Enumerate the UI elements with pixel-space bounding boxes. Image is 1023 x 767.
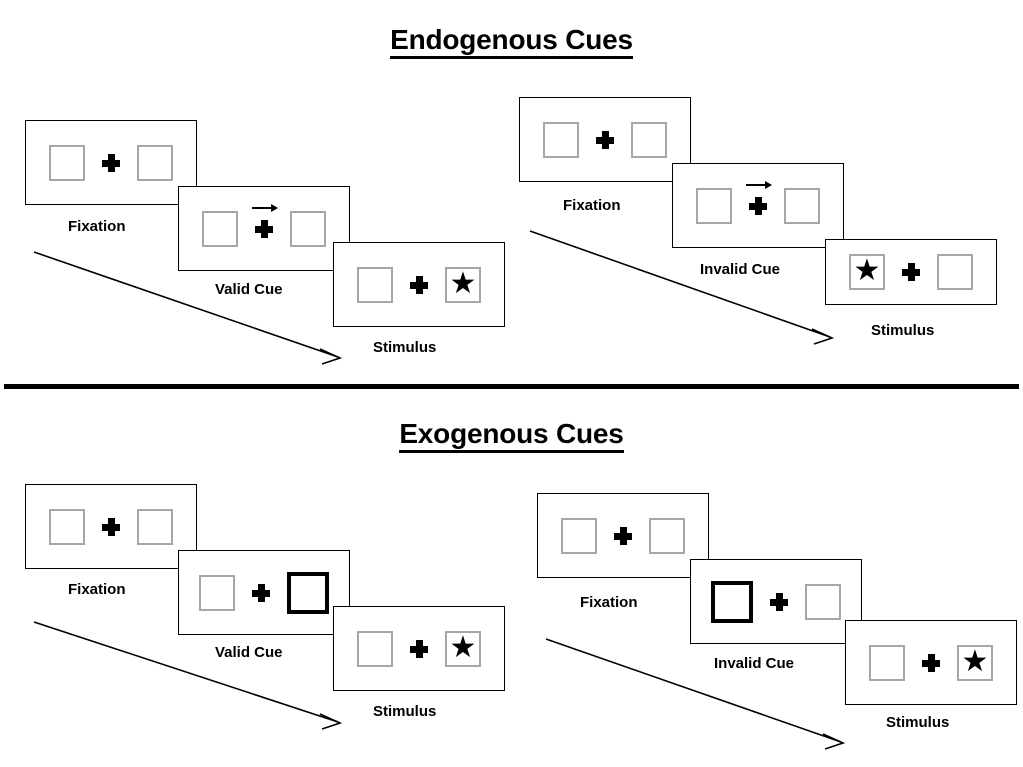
target-box-right: ★: [445, 266, 481, 303]
placeholder-box-left: [869, 644, 905, 681]
panel-exogenous-invalid-fixation: [537, 493, 709, 578]
fixation-cross-slot: [238, 203, 290, 238]
caption-exogenous-valid-cue: Valid Cue: [215, 644, 283, 661]
plus-cross-icon: [614, 526, 632, 545]
panel-exogenous-valid-fixation: [25, 484, 197, 569]
fixation-cross-slot: [393, 639, 445, 658]
placeholder-box-right: [784, 187, 820, 224]
placeholder-box-left: [561, 517, 597, 554]
placeholder-box-left: [199, 574, 235, 611]
panel-content: ★: [826, 240, 996, 304]
target-box-left: ★: [849, 254, 885, 290]
placeholder-box-left: [49, 144, 85, 181]
plus-cross-icon: [596, 130, 614, 149]
black-star-icon: ★: [449, 630, 477, 664]
panel-exogenous-invalid-stimulus: ★: [845, 620, 1017, 705]
placeholder-box-right: [137, 144, 173, 181]
black-star-icon: ★: [449, 266, 477, 300]
caption-endogenous-valid-fixation: Fixation: [68, 218, 126, 235]
panel-content: [179, 551, 349, 634]
fixation-cross-slot: [85, 153, 137, 172]
placeholder-box-left: [49, 508, 85, 545]
panel-content: ★: [334, 243, 504, 326]
caption-endogenous-invalid-stimulus: Stimulus: [871, 322, 935, 339]
panel-content: [673, 164, 843, 247]
page-title-endogenous: Endogenous Cues: [0, 24, 1023, 59]
section-divider: [4, 384, 1019, 389]
placeholder-box-right: [805, 583, 841, 620]
plus-cross-icon: [749, 196, 767, 215]
cued-box-right: [287, 571, 329, 614]
panel-exogenous-valid-cue: [178, 550, 350, 635]
plus-cross-icon: [255, 219, 273, 238]
fixation-cross-slot: [597, 526, 649, 545]
panel-content: [179, 187, 349, 270]
page-title-exogenous: Exogenous Cues: [0, 418, 1023, 453]
caption-endogenous-invalid-cue: Invalid Cue: [700, 261, 781, 278]
plus-cross-icon: [252, 583, 270, 602]
plus-cross-icon: [922, 653, 940, 672]
right-arrow-icon: [746, 180, 773, 190]
caption-exogenous-invalid-cue: Invalid Cue: [714, 655, 795, 672]
plus-cross-icon: [410, 639, 428, 658]
black-star-icon: ★: [961, 644, 989, 678]
panel-endogenous-valid-stimulus: ★: [333, 242, 505, 327]
right-arrow-icon: [252, 203, 279, 213]
panel-content: [26, 121, 196, 204]
black-star-icon: ★: [853, 254, 881, 287]
fixation-cross-slot: [885, 263, 937, 281]
endogenous-title-text: Endogenous Cues: [390, 24, 633, 59]
caption-exogenous-invalid-fixation: Fixation: [580, 594, 638, 611]
panel-content: ★: [334, 607, 504, 690]
panel-endogenous-invalid-fixation: [519, 97, 691, 182]
caption-exogenous-valid-stimulus: Stimulus: [373, 703, 437, 720]
fixation-cross-slot: [393, 275, 445, 294]
caption-endogenous-invalid-fixation: Fixation: [563, 197, 621, 214]
target-box-right: ★: [957, 644, 993, 681]
placeholder-box-right: [137, 508, 173, 545]
panel-exogenous-valid-stimulus: ★: [333, 606, 505, 691]
panel-content: [520, 98, 690, 181]
exogenous-title-text: Exogenous Cues: [399, 418, 624, 453]
placeholder-box-left: [357, 630, 393, 667]
caption-exogenous-valid-fixation: Fixation: [68, 581, 126, 598]
placeholder-box-left: [696, 187, 732, 224]
plus-cross-icon: [102, 517, 120, 536]
fixation-cross-slot: [579, 130, 631, 149]
placeholder-box-right: [649, 517, 685, 554]
caption-exogenous-invalid-stimulus: Stimulus: [886, 714, 950, 731]
fixation-cross-slot: [235, 583, 287, 602]
plus-cross-icon: [902, 263, 920, 281]
fixation-cross-slot: [85, 517, 137, 536]
plus-cross-icon: [770, 592, 788, 611]
placeholder-box-right: [937, 254, 973, 290]
placeholder-box-right: [290, 210, 326, 247]
fixation-cross-slot: [905, 653, 957, 672]
panel-endogenous-valid-cue: [178, 186, 350, 271]
target-box-right: ★: [445, 630, 481, 667]
panel-endogenous-valid-fixation: [25, 120, 197, 205]
placeholder-box-left: [357, 266, 393, 303]
panel-content: [26, 485, 196, 568]
panel-endogenous-invalid-stimulus: ★: [825, 239, 997, 305]
fixation-cross-slot: [753, 592, 805, 611]
caption-endogenous-valid-cue: Valid Cue: [215, 281, 283, 298]
panel-exogenous-invalid-cue: [690, 559, 862, 644]
fixation-cross-slot: [732, 180, 784, 215]
panel-endogenous-invalid-cue: [672, 163, 844, 248]
panel-content: [538, 494, 708, 577]
panel-content: ★: [846, 621, 1016, 704]
plus-cross-icon: [102, 153, 120, 172]
caption-endogenous-valid-stimulus: Stimulus: [373, 339, 437, 356]
placeholder-box-left: [202, 210, 238, 247]
placeholder-box-right: [631, 121, 667, 158]
plus-cross-icon: [410, 275, 428, 294]
placeholder-box-left: [543, 121, 579, 158]
cued-box-left: [711, 580, 753, 623]
panel-content: [691, 560, 861, 643]
